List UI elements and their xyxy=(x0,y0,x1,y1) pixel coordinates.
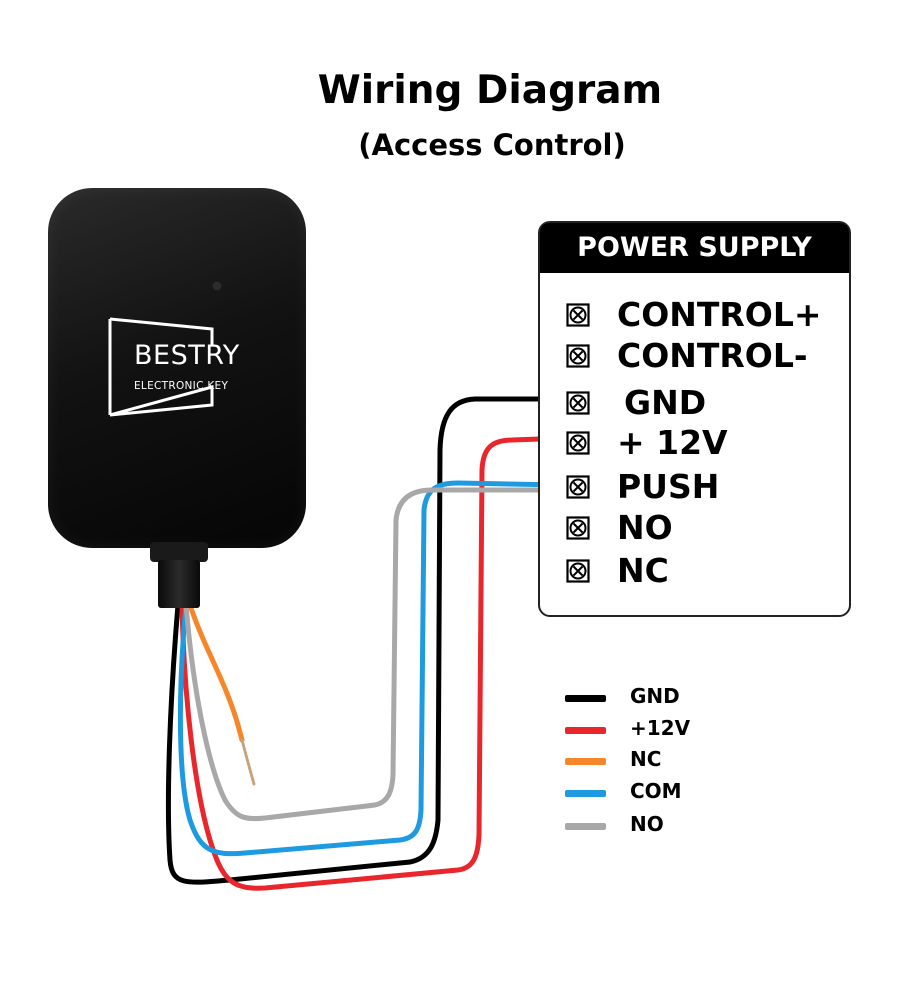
terminal-screw-icon xyxy=(566,391,590,415)
terminal-label: PUSH xyxy=(617,467,720,506)
legend-label: +12V xyxy=(630,716,691,740)
legend-item: +12V xyxy=(565,716,765,744)
terminal-screw-icon xyxy=(566,431,590,455)
terminal-label: CONTROL- xyxy=(617,336,808,375)
legend-label: NC xyxy=(630,747,662,771)
terminal-row: + 12V xyxy=(566,423,899,463)
cable-strain-relief xyxy=(150,542,208,562)
terminal-row: NO xyxy=(566,508,899,548)
terminal-label: NO xyxy=(617,508,673,547)
legend-swatch xyxy=(565,790,606,797)
power-supply-box: POWER SUPPLY xyxy=(538,221,851,617)
legend-label: GND xyxy=(630,684,680,708)
terminal-screw-icon xyxy=(566,344,590,368)
wire-nc xyxy=(187,602,245,743)
legend-item: NO xyxy=(565,812,765,840)
terminal-row: PUSH xyxy=(566,467,899,507)
legend-swatch xyxy=(565,727,606,734)
wire-gnd xyxy=(165,396,568,885)
electronic-key-device xyxy=(48,188,306,548)
power-supply-header: POWER SUPPLY xyxy=(540,223,849,273)
terminal-row: GND xyxy=(566,383,899,423)
legend-item: GND xyxy=(565,684,765,712)
wire-no xyxy=(183,487,569,822)
diagram-subtitle: (Access Control) xyxy=(358,128,626,162)
power-supply-title: POWER SUPPLY xyxy=(577,232,812,263)
device-brand: BESTRY xyxy=(134,340,240,371)
terminal-label: + 12V xyxy=(617,423,728,462)
terminal-screw-icon xyxy=(566,516,590,540)
wire-12v xyxy=(179,435,571,891)
terminal-row: CONTROL- xyxy=(566,336,899,376)
legend-label: COM xyxy=(630,779,682,803)
legend-label: NO xyxy=(630,812,664,836)
legend-swatch xyxy=(565,823,606,830)
terminal-label: GND xyxy=(624,383,707,422)
terminal-screw-icon xyxy=(566,303,590,327)
terminal-label: NC xyxy=(617,551,669,590)
device-brand-subtitle: ELECTRONIC KEY xyxy=(134,380,229,392)
legend-swatch xyxy=(565,758,606,765)
legend-item: COM xyxy=(565,779,765,807)
diagram-title: Wiring Diagram xyxy=(317,68,663,113)
wire-nc-stripped-end xyxy=(240,738,256,786)
device-led-indicator xyxy=(213,282,221,290)
brand-logo-frame xyxy=(108,317,214,417)
terminal-label: CONTROL+ xyxy=(617,295,822,334)
terminal-row: CONTROL+ xyxy=(566,295,899,335)
wire-com xyxy=(177,480,566,857)
terminal-screw-icon xyxy=(566,475,590,499)
cable-boot xyxy=(158,560,200,608)
terminal-row: NC xyxy=(566,551,899,591)
legend-item: NC xyxy=(565,747,765,775)
terminal-screw-icon xyxy=(566,559,590,583)
legend-swatch xyxy=(565,695,606,702)
